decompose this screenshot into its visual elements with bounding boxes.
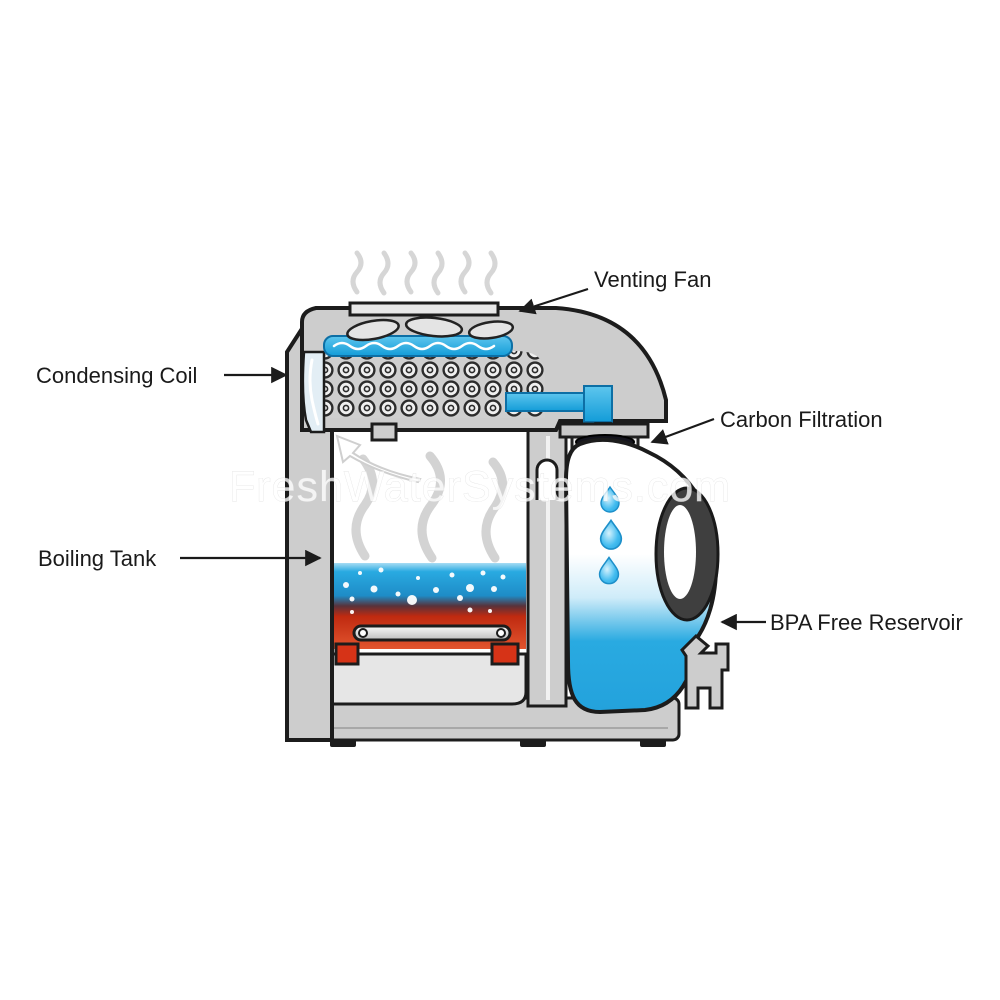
vent-slot xyxy=(348,301,500,317)
foot xyxy=(520,739,546,747)
label-text-condensing-coil: Condensing Coil xyxy=(36,363,197,388)
label-text-boiling-tank: Boiling Tank xyxy=(38,546,157,571)
spout xyxy=(680,633,730,710)
fan-blade xyxy=(346,318,400,342)
cap-tab xyxy=(370,422,398,442)
coil-water-channel xyxy=(323,335,513,357)
label-boiling-tank: Boiling Tank xyxy=(38,546,322,571)
heating-element xyxy=(352,624,512,642)
foot xyxy=(330,739,356,747)
handle-hole xyxy=(664,505,696,599)
label-text-bpa-free-reservoir: BPA Free Reservoir xyxy=(770,610,963,635)
distillate-pipe xyxy=(505,385,613,434)
fan-blade xyxy=(404,316,464,338)
label-carbon-filtration: Carbon Filtration xyxy=(650,407,883,445)
tank-leg xyxy=(334,642,360,666)
venting-fan xyxy=(346,301,515,342)
tank-steam xyxy=(351,451,507,563)
boiling-tank xyxy=(328,424,530,666)
vapor-arrow xyxy=(335,434,422,484)
label-text-venting-fan: Venting Fan xyxy=(594,267,711,292)
foot xyxy=(640,739,666,747)
label-text-carbon-filtration: Carbon Filtration xyxy=(720,407,883,432)
tank-leg xyxy=(490,642,520,666)
condensing-coil xyxy=(301,335,545,434)
label-bpa-free-reservoir: BPA Free Reservoir xyxy=(720,610,963,635)
condensate-channel xyxy=(301,350,326,434)
divider-wall xyxy=(526,426,568,708)
water-drops xyxy=(598,485,623,585)
vapor-passage xyxy=(535,458,559,500)
watermark: FreshWaterSystems.com xyxy=(229,463,731,511)
fan-blade xyxy=(467,320,515,340)
bubbles xyxy=(343,567,506,614)
label-venting-fan: Venting Fan xyxy=(518,267,711,315)
label-condensing-coil: Condensing Coil xyxy=(36,363,288,388)
reservoir xyxy=(563,437,720,715)
steam-wisps xyxy=(350,250,498,296)
